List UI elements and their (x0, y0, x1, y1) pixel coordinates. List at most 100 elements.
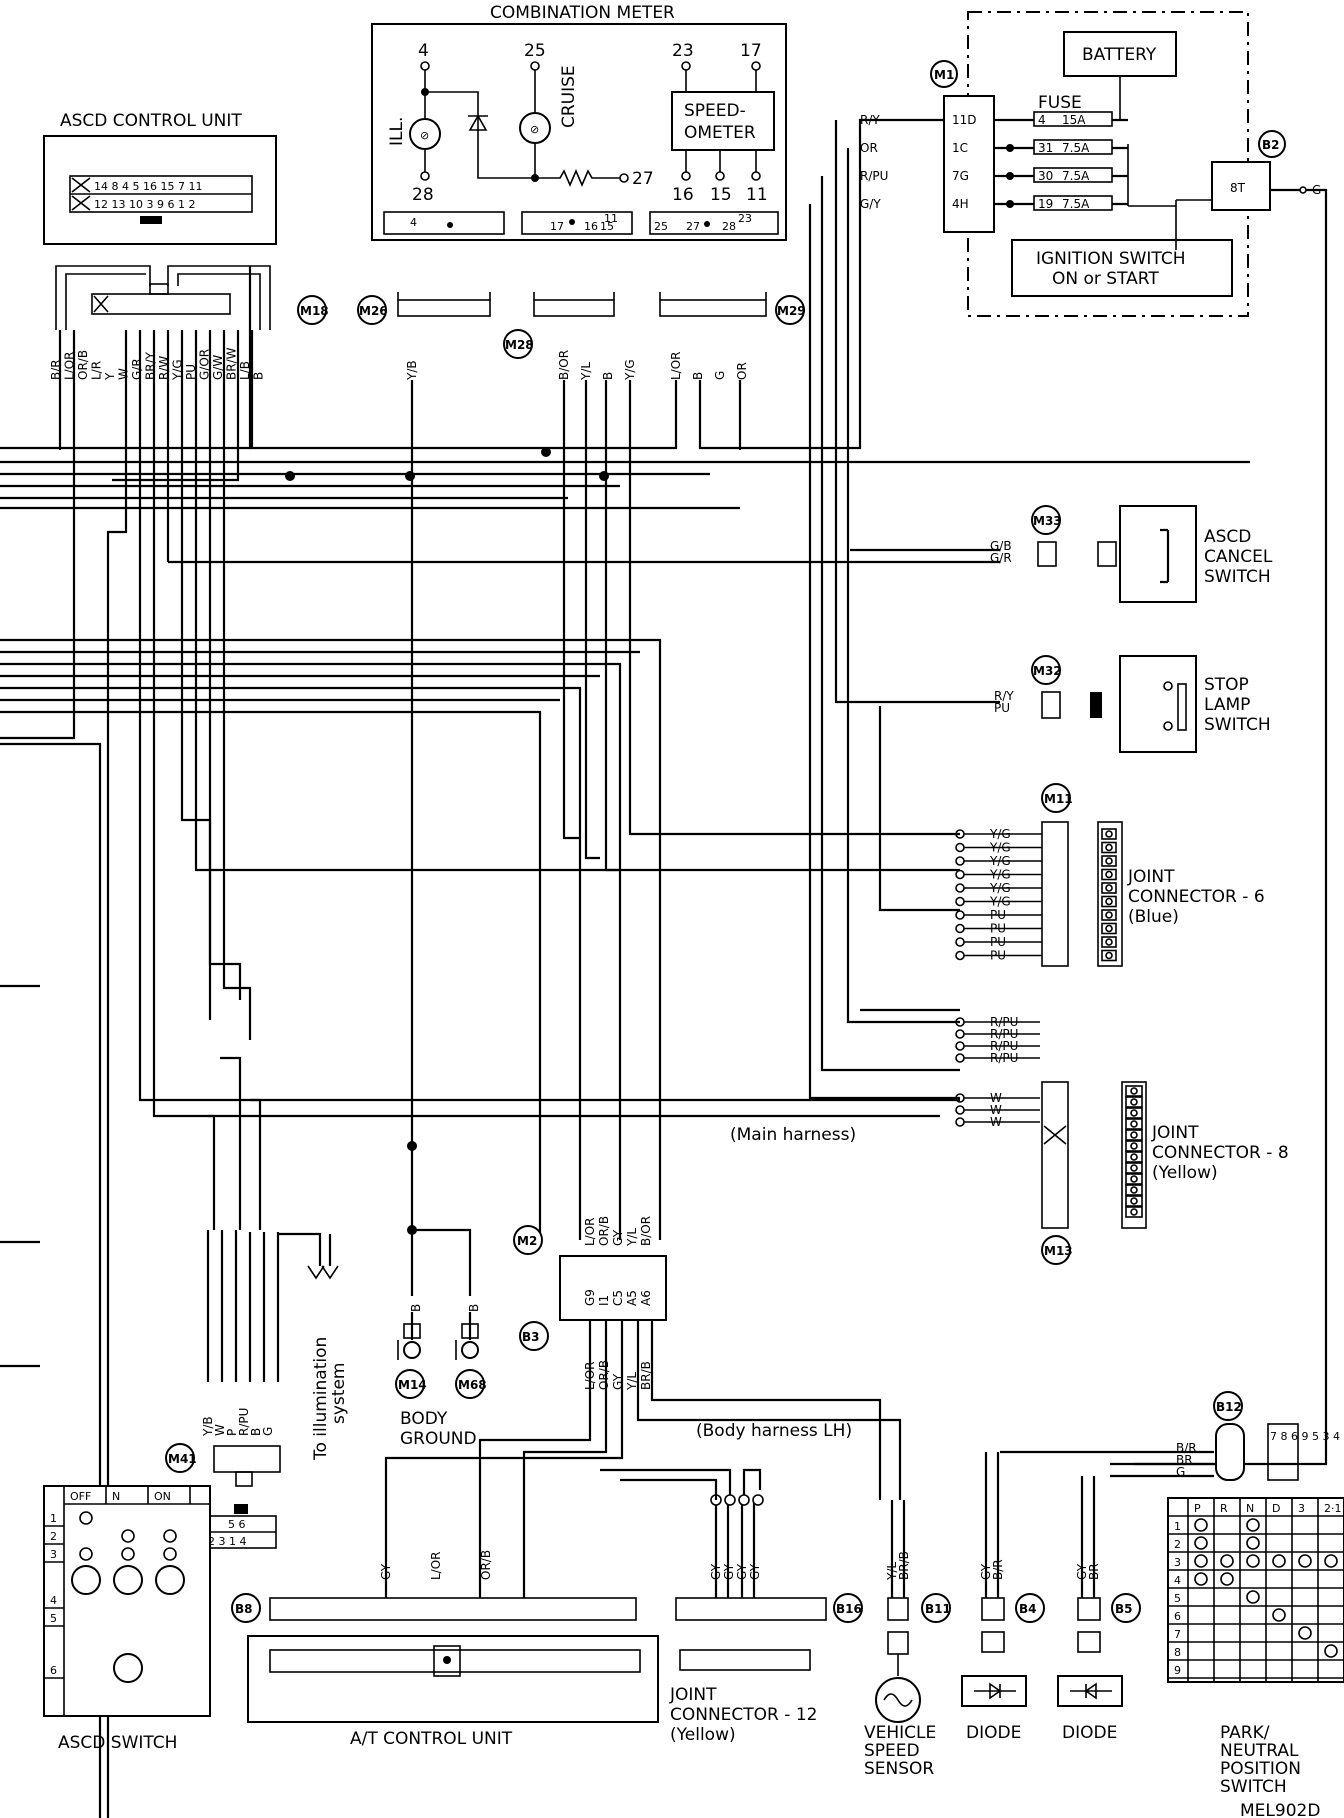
svg-text:M1: M1 (934, 68, 954, 82)
wire-label: G/W (211, 355, 225, 380)
ascd-control-unit-title: ASCD CONTROL UNIT (60, 111, 242, 131)
diode-icon (468, 114, 488, 131)
wire-label: GY (1075, 1563, 1089, 1580)
ascd-switch-row: 6 (50, 1664, 57, 1677)
m28-connector: M28 (503, 292, 615, 359)
svg-text:CONNECTOR - 8: CONNECTOR - 8 (1152, 1143, 1289, 1163)
svg-text:SWITCH: SWITCH (1204, 567, 1271, 587)
svg-text:M14: M14 (398, 1378, 427, 1392)
wire-label: B (249, 1428, 263, 1436)
svg-text:R/Y: R/Y (994, 689, 1014, 703)
svg-text:SPEED-: SPEED- (684, 101, 746, 121)
wire-label: OR/B (597, 1360, 611, 1390)
svg-text:JOINT: JOINT (669, 1685, 717, 1705)
wire-label: OR/B (479, 1550, 493, 1580)
svg-text:NEUTRAL: NEUTRAL (1220, 1741, 1299, 1761)
svg-text:BATTERY: BATTERY (1082, 45, 1157, 65)
svg-text:STOP: STOP (1204, 675, 1249, 695)
wire-label: B (601, 372, 615, 380)
wire-label: L/OR (429, 1551, 443, 1580)
m26-wire-labels: Y/B (405, 360, 419, 381)
wire-label: GY (611, 1229, 625, 1246)
svg-text:CONNECTOR - 6: CONNECTOR - 6 (1128, 887, 1265, 907)
wire-label: Y/L (625, 1228, 639, 1247)
fuse-icon (1033, 111, 1113, 127)
figure-code: MEL902D (1240, 1801, 1320, 1818)
fuse-icon (1033, 195, 1113, 211)
ascd-switch-row: 2 (50, 1530, 57, 1543)
svg-text:7.5A: 7.5A (1062, 141, 1090, 155)
svg-text:B/R: B/R (1176, 1441, 1197, 1455)
wire-label: L/B (238, 361, 252, 380)
svg-text:2 3 1 4: 2 3 1 4 (208, 1535, 246, 1548)
svg-text:DIODE: DIODE (966, 1723, 1021, 1743)
m29-connector: M29 (659, 292, 806, 325)
svg-text:⊘: ⊘ (420, 129, 429, 142)
pin-label: G9 (583, 1289, 597, 1306)
svg-text:B11: B11 (925, 1602, 951, 1616)
ascd-switch-header: N (112, 1490, 120, 1503)
pin-label: A6 (639, 1290, 653, 1306)
wire-label: PU (184, 364, 198, 380)
svg-text:JOINT: JOINT (1127, 867, 1175, 887)
svg-text:8T: 8T (1230, 181, 1246, 195)
vehicle-speed-sensor: B11 VEHICLE SPEED SENSOR (864, 1500, 951, 1779)
svg-text:B2: B2 (1262, 138, 1280, 152)
wire-label: OR (735, 362, 749, 380)
svg-text:LAMP: LAMP (1204, 695, 1250, 715)
svg-text:SWITCH: SWITCH (1204, 715, 1271, 735)
wire-label: L/OR (669, 351, 683, 380)
svg-text:B5: B5 (1115, 1602, 1133, 1616)
svg-text:B4: B4 (1019, 1602, 1037, 1616)
meter-pin-11: 11 (746, 185, 768, 205)
svg-text:11: 11 (604, 212, 618, 225)
svg-text:B16: B16 (836, 1602, 862, 1616)
ascd-switch-header: OFF (70, 1490, 91, 1503)
stop-lamp-wire-labels: R/YPU (994, 689, 1014, 715)
wire-label: B/OR (639, 1216, 653, 1246)
svg-text:15A: 15A (1062, 113, 1086, 127)
wire-label: G/R (130, 358, 144, 380)
meter-pin-27: 27 (632, 169, 654, 189)
svg-text:BODY: BODY (400, 1409, 448, 1429)
at-control-unit: B8 A/T CONTROL UNIT (231, 1500, 659, 1749)
main-harness-label: (Main harness) (730, 1125, 856, 1145)
combination-meter-title: COMBINATION METER (490, 3, 675, 23)
wire-label: BR/B (639, 1361, 653, 1390)
wire-label: W (117, 368, 131, 380)
wire-label: Y/L (885, 1562, 899, 1581)
ascd-pin-row-2: 12 13 10 3 9 6 1 2 (94, 198, 195, 211)
m18-connector: M18 (55, 265, 329, 330)
wire-label: L/R (90, 361, 104, 380)
svg-text:28: 28 (722, 220, 736, 233)
m41-connector: M41 5 6 2 3 1 4 (165, 1443, 281, 1549)
svg-text:ON or START: ON or START (1052, 269, 1159, 289)
pnp-row: 8 (1174, 1646, 1181, 1659)
wire-label: GY (748, 1563, 762, 1580)
svg-text:OMETER: OMETER (684, 123, 756, 143)
svg-text:31: 31 (1038, 141, 1053, 155)
wire-label: Y/L (579, 362, 593, 381)
joint-connector-6: M11 JOINT CONNECTOR - 6 (Blue) (1041, 783, 1265, 967)
body-harness-label: (Body harness LH) (696, 1421, 852, 1441)
svg-text:17: 17 (550, 220, 564, 233)
pnp-row: 2 (1174, 1538, 1181, 1551)
svg-text:27: 27 (686, 220, 700, 233)
pnp-header: P (1194, 1502, 1201, 1515)
joint-connector-12: B16 JOINT CONNECTOR - 12 (Yellow) (600, 1468, 863, 1745)
pnp-header: D (1272, 1502, 1280, 1515)
pnp-header: 2·1 (1324, 1502, 1342, 1515)
ascd-switch-row: 5 (50, 1612, 57, 1625)
ascd-switch-header: ON (154, 1490, 171, 1503)
svg-text:system: system (329, 1363, 349, 1424)
svg-text:(Yellow): (Yellow) (1152, 1163, 1218, 1183)
wire-label: Y/B (201, 1416, 215, 1437)
